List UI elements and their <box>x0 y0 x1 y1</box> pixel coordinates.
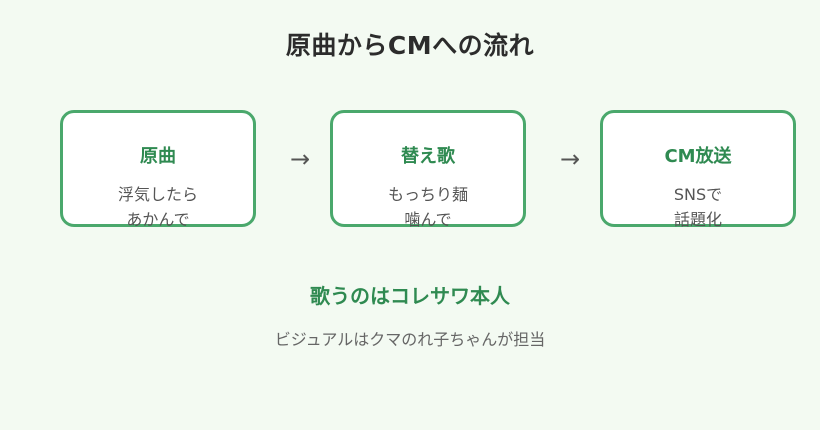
right-arrow-icon: → <box>289 145 311 173</box>
diagram-title: 原曲からCMへの流れ <box>285 31 535 60</box>
step-heading: CM放送 <box>664 146 732 167</box>
step-description: SNSで 話題化 <box>603 182 793 232</box>
step-line: あかんで <box>126 210 190 229</box>
step-line: SNSで <box>673 185 723 204</box>
right-arrow-icon: → <box>559 145 581 173</box>
step-line: 噛んで <box>404 210 452 229</box>
step-description: もっちり麺 噛んで <box>333 182 523 232</box>
step-parody-song: 替え歌 もっちり麺 噛んで <box>330 110 526 229</box>
step-line: 話題化 <box>673 210 722 229</box>
step-cm-broadcast: CM放送 SNSで 話題化 <box>600 110 796 229</box>
step-line: もっちり麺 <box>387 185 468 204</box>
step-line: 浮気したら <box>117 185 198 204</box>
note-heading: 歌うのはコレサワ本人 <box>310 284 510 308</box>
step-original-song: 原曲 浮気したら あかんで <box>60 110 256 229</box>
step-description: 浮気したら あかんで <box>63 182 253 232</box>
step-heading: 原曲 <box>140 146 176 167</box>
step-heading: 替え歌 <box>401 146 455 167</box>
note-body: ビジュアルはクマのれ子ちゃんが担当 <box>274 330 546 349</box>
